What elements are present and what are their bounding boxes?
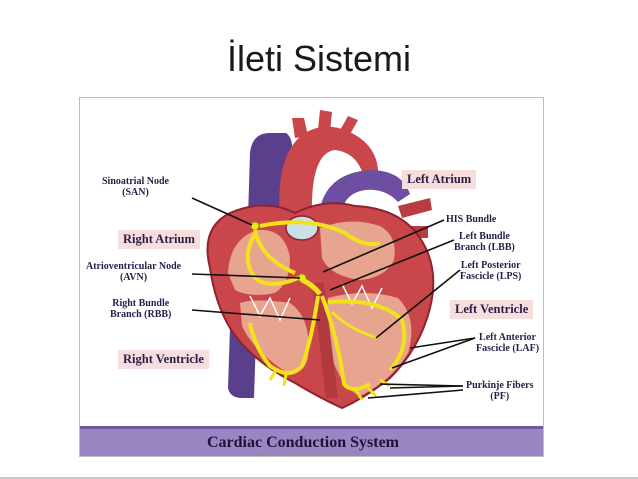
mitral-valve <box>341 283 383 310</box>
rbb-label-line2: Branch (RBB) <box>110 309 172 320</box>
lps-label-line1: Left Posterior <box>460 260 521 271</box>
purkinje-fibers-path <box>268 369 391 401</box>
laf-label: Left Anterior Fascicle (LAF) <box>476 332 539 354</box>
his-bundle-path <box>301 277 322 296</box>
pf-leader-2 <box>389 385 464 389</box>
lbb-label: Left Bundle Branch (LBB) <box>454 231 515 253</box>
internodal-path-2 <box>245 230 299 286</box>
aortic-branch-2 <box>318 110 332 132</box>
left-anterior-fascicle-path <box>327 299 407 372</box>
right-ventricle-label: Right Ventricle <box>118 350 209 369</box>
his-label: HIS Bundle <box>446 214 497 225</box>
watermark-text: www.tipfakultesi.org <box>252 447 359 457</box>
san-label: Sinoatrial Node (SAN) <box>102 176 169 198</box>
banner-title: Cardiac Conduction System <box>207 434 400 451</box>
lps-label: Left Posterior Fascicle (LPS) <box>460 260 521 282</box>
right-bundle-path <box>248 295 320 375</box>
pf-leader-3 <box>367 389 464 399</box>
pf-label-line1: Purkinje Fibers <box>466 380 534 391</box>
right-atrium-label: Right Atrium <box>118 230 200 249</box>
left-ventricle-label: Left Ventricle <box>450 300 534 319</box>
san-leader <box>191 197 253 226</box>
left-bundle-path <box>320 295 371 391</box>
aortic-branch-1 <box>292 118 308 138</box>
san-label-line2: (SAN) <box>122 187 149 198</box>
rbb-label-line1: Right Bundle <box>112 298 170 309</box>
left-posterior-fascicle-path <box>330 310 379 340</box>
avn-label-line2: (AVN) <box>120 272 148 283</box>
laf-leader <box>409 337 476 349</box>
left-atrium-label: Left Atrium <box>402 170 477 189</box>
septum <box>312 283 338 398</box>
aortic-branch-3 <box>338 116 358 138</box>
his-leader <box>322 219 445 273</box>
right-atrium-chamber <box>228 229 290 295</box>
laf-leader-2 <box>391 337 476 369</box>
lbb-label-line1: Left Bundle <box>459 231 510 242</box>
lbb-leader <box>329 239 455 291</box>
laf-label-line2: Fascicle (LAF) <box>476 343 540 354</box>
aortic-valve <box>285 215 319 241</box>
heart-diagram: Sinoatrial Node (SAN) Right Atrium Atrio… <box>79 97 544 457</box>
tricuspid-valve <box>249 295 291 322</box>
pulmonary-vein-r <box>398 198 432 218</box>
avn-label: Atrioventricular Node (AVN) <box>86 261 181 283</box>
rbb-leader <box>191 309 321 321</box>
diagram-banner: Cardiac Conduction System <box>80 426 543 456</box>
aorta <box>279 126 379 218</box>
left-ventricle-chamber <box>326 293 412 396</box>
avn-label-line1: Atrioventricular Node <box>86 261 182 272</box>
avn-leader <box>191 273 301 279</box>
pf-label: Purkinje Fibers (PF) <box>466 380 534 402</box>
slide-title: İleti Sistemi <box>226 38 412 79</box>
heart-illustration <box>191 110 476 410</box>
slide-bottom-rule <box>0 477 638 479</box>
lbb-label-line2: Branch (LBB) <box>454 242 515 253</box>
lps-label-line2: Fascicle (LPS) <box>460 271 522 282</box>
laf-label-line1: Left Anterior <box>479 332 536 343</box>
san-label-line1: Sinoatrial Node <box>102 176 169 187</box>
pf-label-line2: (PF) <box>490 391 510 402</box>
leader-lines <box>191 197 476 399</box>
lps-leader <box>375 269 461 339</box>
sa-node <box>250 221 260 231</box>
rbb-label: Right Bundle Branch (RBB) <box>110 298 171 320</box>
bachmann-bundle <box>259 220 381 247</box>
